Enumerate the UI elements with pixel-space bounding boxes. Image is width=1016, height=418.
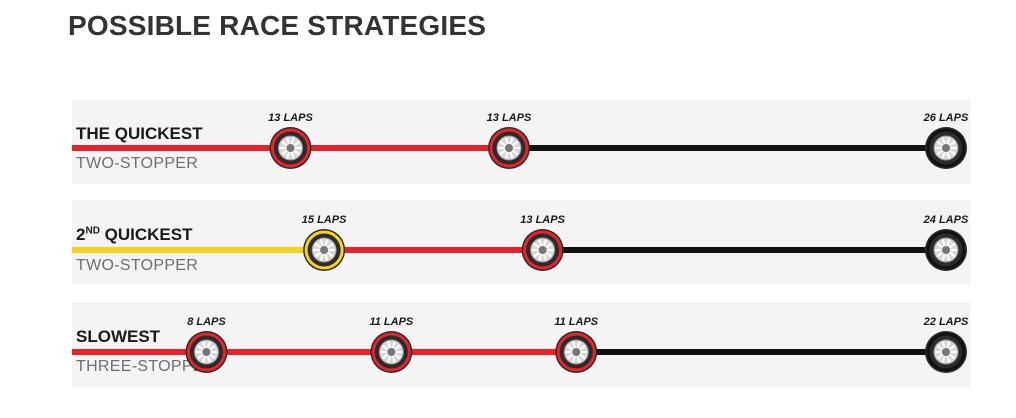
strategy-type: TWO-STOPPER (76, 257, 199, 274)
lap-label: 13 LAPS (268, 112, 313, 124)
strategy-row-band (72, 200, 970, 284)
tyre-icon (555, 331, 598, 373)
tyre-icon (269, 127, 312, 169)
lap-label: 22 LAPS (923, 316, 969, 328)
strategy-name: THE QUICKEST (76, 124, 203, 144)
tyre-icon (521, 229, 564, 271)
tyre-icon (185, 331, 228, 373)
strategy-name-superscript: ND (85, 225, 100, 237)
tyre-icon (303, 229, 346, 271)
lap-label: 8 LAPS (187, 316, 226, 328)
lap-label: 11 LAPS (369, 316, 413, 328)
strategy-name: 2ND QUICKEST (76, 225, 192, 245)
tyre-icon (925, 331, 967, 373)
lap-label: 13 LAPS (520, 214, 565, 226)
strategy-name: SLOWEST (76, 327, 160, 347)
strategy-name-prefix: 2 (76, 225, 86, 244)
lap-label: 13 LAPS (487, 112, 532, 124)
page-title: POSSIBLE RACE STRATEGIES (68, 10, 487, 41)
lap-label: 26 LAPS (923, 112, 969, 124)
lap-label: 24 LAPS (923, 214, 969, 226)
strategy-name-label: QUICKEST (99, 225, 193, 244)
tyre-icon (488, 127, 530, 169)
tyre-icon (925, 229, 967, 271)
strategy-type: TWO-STOPPER (76, 155, 199, 172)
lap-label: 15 LAPS (302, 214, 347, 226)
tyre-icon (370, 331, 413, 373)
strategy-name-label: SLOWEST (76, 327, 161, 346)
tyre-icon (925, 127, 967, 169)
strategy-name-label: THE QUICKEST (76, 124, 203, 143)
lap-label: 11 LAPS (554, 316, 598, 328)
strategy-type: THREE-STOPPER (76, 358, 216, 375)
